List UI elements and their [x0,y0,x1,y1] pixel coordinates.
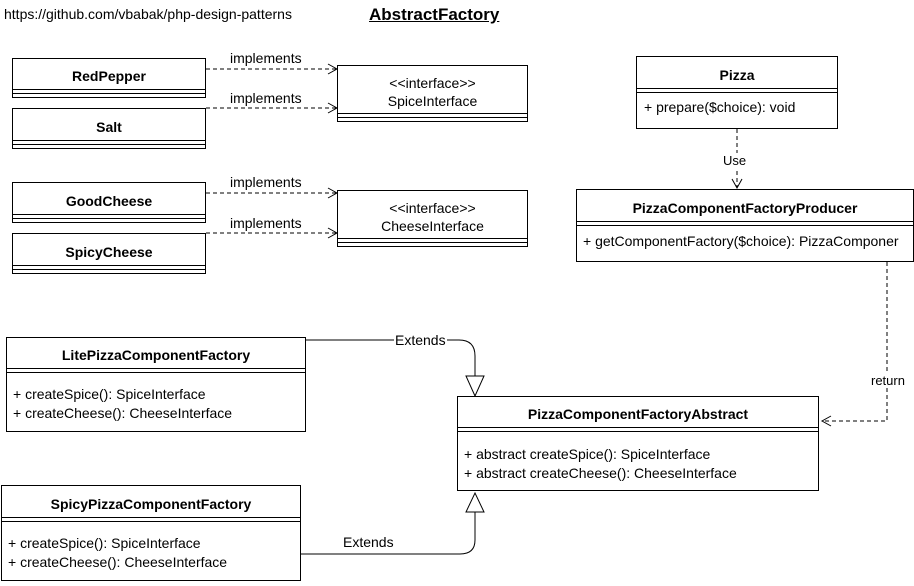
class-salt[interactable]: Salt [12,108,206,149]
class-redpepper[interactable]: RedPepper [12,58,206,98]
class-redpepper-divider-2 [13,93,205,94]
class-abstract-factory-method: + abstract createSpice(): SpiceInterface [464,446,711,462]
interface-spice-name: SpiceInterface [387,93,478,109]
class-abstract-factory-divider [458,427,818,428]
class-pizza-method: + prepare($choice): void [644,99,796,115]
class-salt-name: Salt [96,119,122,135]
class-abstract-factory[interactable]: PizzaComponentFactoryAbstract + abstract… [457,396,819,491]
return-edge [820,262,888,427]
class-pizza[interactable]: Pizza + prepare($choice): void [636,56,838,129]
class-redpepper-name: RedPepper [72,68,146,84]
class-abstract-factory-name: PizzaComponentFactoryAbstract [527,406,749,422]
class-abstract-factory-divider-2 [458,431,818,432]
extends-edge-spicy [301,512,476,555]
interface-cheese-name: CheeseInterface [381,218,484,234]
class-spicy-factory-method: + createCheese(): CheeseInterface [8,554,228,570]
class-spicycheese-name: SpicyCheese [65,244,153,260]
class-factory-producer-name: PizzaComponentFactoryProducer [632,200,858,216]
class-salt-divider-2 [13,144,205,145]
class-spicycheese[interactable]: SpicyCheese [12,233,206,274]
github-link[interactable]: https://github.com/vbabak/php-design-pat… [4,6,292,22]
use-label: Use [722,153,748,168]
class-pizza-name: Pizza [719,67,755,83]
interface-cheese-stereotype: <<interface>> [389,200,476,216]
interface-cheese[interactable]: <<interface>> CheeseInterface [337,190,528,247]
class-spicy-factory[interactable]: SpicyPizzaComponentFactory + createSpice… [1,485,301,581]
implements-label-salt: implements [229,90,303,106]
implements-label-redpepper: implements [229,50,303,66]
class-spicycheese-divider [13,265,205,266]
extends-edge-lite [306,339,476,376]
interface-spice-stereotype: <<interface>> [389,75,476,91]
class-spicy-factory-divider-2 [2,521,300,522]
class-redpepper-divider [13,89,205,90]
implements-label-spicycheese: implements [229,215,303,231]
interface-spice-divider-2 [338,117,527,118]
class-spicy-factory-divider [2,517,300,518]
class-factory-producer-divider [577,221,913,222]
extends-arrowhead-lite [465,375,485,398]
class-spicy-factory-name: SpicyPizzaComponentFactory [50,496,252,512]
extends-arrowhead-spicy [465,491,485,513]
class-spicycheese-divider-2 [13,269,205,270]
interface-spice[interactable]: <<interface>> SpiceInterface [337,65,528,122]
class-lite-factory-divider [7,368,305,369]
class-goodcheese-divider [13,214,205,215]
class-pizza-divider [637,88,837,89]
extends-label-lite: Extends [394,332,447,348]
extends-label-spicy: Extends [342,534,395,550]
class-lite-factory-method: + createCheese(): CheeseInterface [13,405,233,421]
class-lite-factory-method: + createSpice(): SpiceInterface [13,386,206,402]
class-factory-producer[interactable]: PizzaComponentFactoryProducer + getCompo… [576,189,914,262]
return-label: return [870,373,906,388]
interface-spice-divider [338,113,527,114]
class-goodcheese-name: GoodCheese [65,193,153,209]
class-lite-factory-divider-2 [7,372,305,373]
class-salt-divider [13,140,205,141]
class-goodcheese[interactable]: GoodCheese [12,182,206,223]
class-lite-factory-name: LitePizzaComponentFactory [61,347,251,363]
interface-cheese-divider [338,238,527,239]
interface-cheese-divider-2 [338,242,527,243]
class-factory-producer-divider-2 [577,225,913,226]
class-pizza-divider-2 [637,92,837,93]
class-lite-factory[interactable]: LitePizzaComponentFactory + createSpice(… [6,337,306,432]
class-factory-producer-method: + getComponentFactory($choice): PizzaCom… [583,233,899,249]
class-spicy-factory-method: + createSpice(): SpiceInterface [8,535,201,551]
class-goodcheese-divider-2 [13,218,205,219]
diagram-title: AbstractFactory [369,5,500,24]
implements-label-goodcheese: implements [229,174,303,190]
class-abstract-factory-method: + abstract createCheese(): CheeseInterfa… [464,465,737,481]
